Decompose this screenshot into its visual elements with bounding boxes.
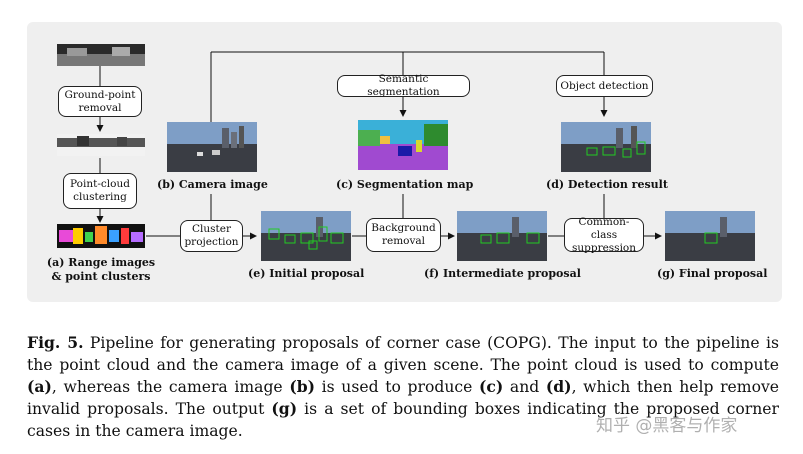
final-proposal-image (665, 211, 755, 261)
range-image-raw (57, 44, 145, 66)
label-c: (c) Segmentation map (336, 178, 474, 191)
object-detection-node: Object detection (556, 75, 653, 97)
label-b: (b) Camera image (157, 178, 268, 191)
segmentation-map-image (358, 120, 448, 170)
detection-result-image (561, 122, 651, 172)
cluster-projection-node: Cluster projection (180, 220, 243, 252)
point-clusters-image (57, 224, 145, 248)
initial-proposal-image (261, 211, 351, 261)
background-removal-node: Background removal (366, 218, 441, 252)
label-g: (g) Final proposal (657, 267, 768, 280)
common-class-suppression-node: Common-class suppression (564, 216, 644, 254)
watermark: 知乎 @黑客与作家 (596, 416, 738, 436)
figure-caption: Fig. 5. Pipeline for generating proposal… (27, 333, 780, 440)
semantic-segmentation-node: Semantic segmentation (337, 73, 470, 98)
range-image-ground-removed (57, 134, 145, 156)
label-d: (d) Detection result (546, 178, 668, 191)
point-cloud-clustering-node: Point-cloud clustering (63, 173, 137, 209)
caption-label: Fig. 5. (27, 333, 84, 352)
label-e: (e) Initial proposal (248, 267, 365, 280)
label-f: (f) Intermediate proposal (424, 267, 581, 280)
intermediate-proposal-image (457, 211, 547, 261)
label-a: (a) Range images & point clusters (46, 256, 156, 283)
camera-image (167, 122, 257, 172)
ground-point-removal-node: Ground-point removal (58, 86, 142, 117)
